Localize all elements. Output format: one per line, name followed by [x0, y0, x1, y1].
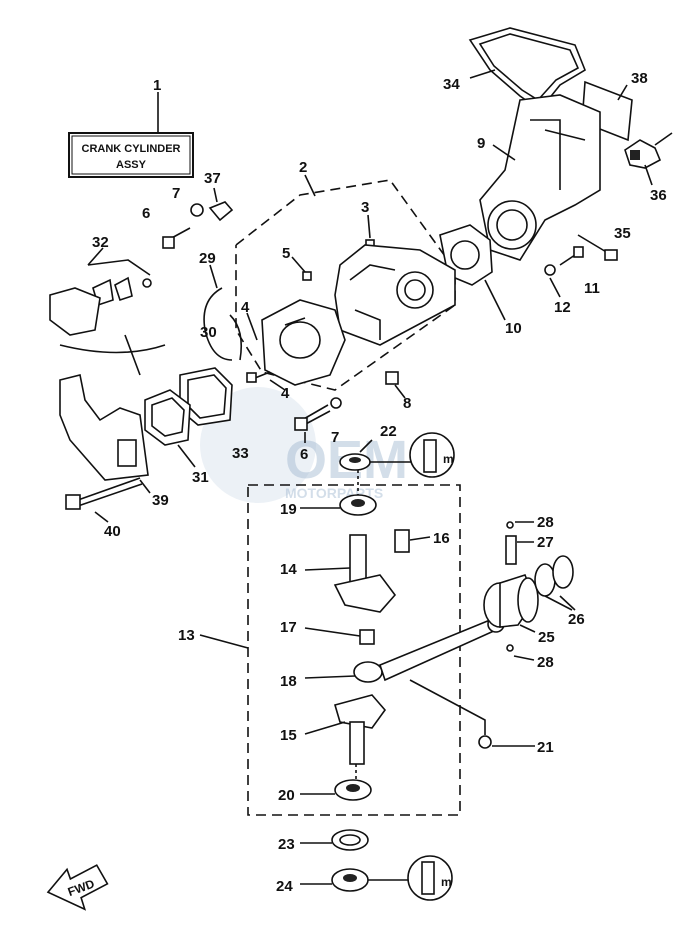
- callout-19: 19: [280, 501, 297, 518]
- callout-labels: 1 2 3 4 4 5 6 6 7 7 8 9 10 11 12 13 14 1…: [92, 70, 667, 895]
- callout-32: 32: [92, 234, 109, 251]
- callout-10: 10: [505, 320, 522, 337]
- bearing-part-22: [339, 453, 371, 471]
- callout-28b: 28: [537, 654, 554, 671]
- cylinder-block-part-2: [334, 244, 456, 346]
- title-line-1: CRANK CYLINDER: [82, 143, 181, 155]
- callout-6b: 6: [300, 446, 308, 463]
- piston-rings-part-26: [534, 555, 574, 597]
- clip-part-30: [229, 314, 243, 361]
- callout-11: 11: [584, 280, 600, 297]
- callout-27: 27: [537, 534, 554, 551]
- callout-7b: 7: [331, 429, 339, 446]
- callout-5: 5: [282, 245, 290, 262]
- washer-part-12: [544, 264, 556, 276]
- pin-part-16: [394, 529, 410, 553]
- callout-9: 9: [477, 135, 485, 152]
- gasket-part-34: [468, 27, 586, 112]
- clip-part-28a: [506, 521, 514, 529]
- piston-part-25: [483, 574, 539, 628]
- cover-plate: [49, 287, 101, 336]
- crankshaft-lower-part-15: [334, 694, 387, 765]
- callout-20: 20: [278, 787, 295, 804]
- callout-14: 14: [280, 561, 297, 578]
- callout-39: 39: [152, 492, 169, 509]
- callout-3: 3: [361, 199, 369, 216]
- bolt-part-6a: [162, 227, 191, 249]
- callout-4a: 4: [241, 299, 250, 316]
- callout-6a: 6: [142, 205, 150, 222]
- bolt-part-6b: [294, 404, 331, 431]
- bearing-part-24: [331, 868, 369, 892]
- callout-17: 17: [280, 619, 297, 636]
- washer-part-7b: [330, 397, 342, 409]
- svg-text:m: m: [441, 875, 452, 889]
- detail-inset-22: m: [409, 432, 455, 478]
- callout-21: 21: [537, 739, 554, 756]
- clip-part-37: [208, 201, 234, 222]
- callout-29: 29: [199, 250, 216, 267]
- svg-text:m: m: [443, 452, 454, 466]
- callout-40: 40: [104, 523, 121, 540]
- bolt-part-4b: [246, 371, 271, 383]
- seal-part-23: [331, 829, 369, 851]
- bearing-part-19: [339, 494, 377, 516]
- assembly-title-box: CRANK CYLINDER ASSY: [68, 132, 194, 178]
- callout-31: 31: [192, 469, 209, 486]
- plug-part-8: [385, 371, 399, 385]
- needle-bearing-part-17: [359, 629, 375, 645]
- sensor-part-36: [624, 132, 673, 169]
- crankshaft-group-outline: [247, 484, 461, 816]
- callout-30: 30: [200, 324, 217, 341]
- title-line-2: ASSY: [116, 159, 147, 171]
- callout-1: 1: [153, 77, 161, 94]
- callout-2: 2: [299, 159, 307, 176]
- bracket-part-39: [59, 374, 149, 481]
- bolt-part-35: [577, 234, 618, 261]
- callout-18: 18: [280, 673, 297, 690]
- callout-35: 35: [614, 225, 631, 242]
- callout-25: 25: [538, 629, 555, 646]
- bolt-part-4a: [246, 312, 258, 341]
- crankshaft-upper-part-14: [333, 534, 397, 613]
- callout-7a: 7: [172, 185, 180, 202]
- callout-33: 33: [232, 445, 249, 462]
- nut-part-21: [478, 735, 492, 749]
- callout-26: 26: [568, 611, 585, 628]
- callout-13: 13: [178, 627, 195, 644]
- forward-arrow-icon: FWD: [46, 864, 109, 911]
- detail-inset-24: m: [407, 855, 453, 901]
- clip-part-28b: [506, 644, 514, 652]
- bearing-part-20: [334, 779, 372, 801]
- callout-4b: 4: [281, 385, 290, 402]
- callout-23: 23: [278, 836, 295, 853]
- dowel-part-5: [302, 271, 312, 281]
- housing-part-9: [479, 94, 601, 261]
- bolt-part-11: [559, 246, 584, 266]
- callout-24: 24: [276, 878, 293, 895]
- callout-16: 16: [433, 530, 450, 547]
- callout-15: 15: [280, 727, 297, 744]
- wire-part-29: [203, 287, 233, 361]
- washer-part-7a: [190, 203, 204, 217]
- callout-8: 8: [403, 395, 411, 412]
- crankcase-part: [261, 299, 346, 386]
- piston-pin-part-27: [505, 535, 517, 565]
- callout-22: 22: [380, 423, 397, 440]
- callout-38: 38: [631, 70, 648, 87]
- callout-28a: 28: [537, 514, 554, 531]
- connecting-rod-part-18: [353, 615, 505, 683]
- callout-36: 36: [650, 187, 667, 204]
- bolt-part-40: [65, 477, 143, 510]
- reed-valve-part-31: [144, 389, 191, 446]
- callout-37: 37: [204, 170, 221, 187]
- callout-12: 12: [554, 299, 571, 316]
- callout-34: 34: [443, 76, 460, 93]
- bracket-part-32: [92, 276, 152, 307]
